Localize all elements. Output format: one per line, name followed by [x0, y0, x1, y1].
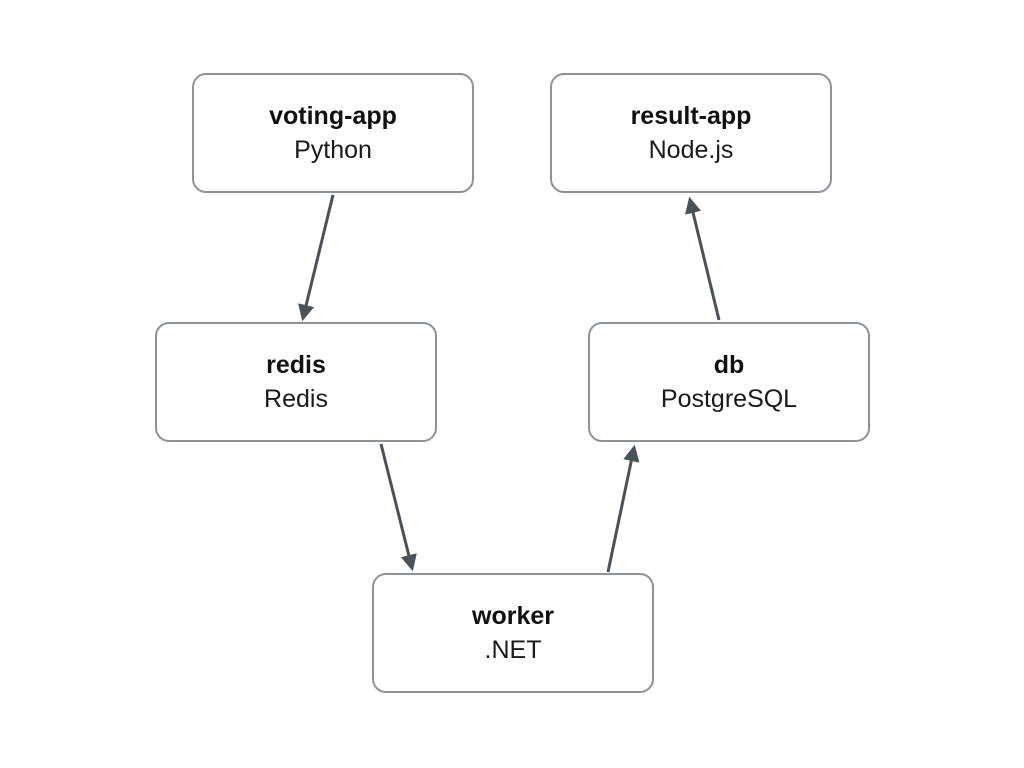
- node-worker: worker .NET: [372, 573, 654, 693]
- edge-redis-to-worker: [379, 443, 417, 572]
- node-subtitle: PostgreSQL: [660, 385, 798, 413]
- node-title: result-app: [630, 102, 752, 130]
- node-subtitle: Node.js: [648, 136, 734, 164]
- node-db: db PostgreSQL: [588, 322, 870, 442]
- node-subtitle: Python: [294, 136, 372, 164]
- edge-worker-to-db: [606, 444, 640, 573]
- node-redis: redis Redis: [155, 322, 437, 442]
- node-title: worker: [472, 602, 554, 630]
- edge-db-to-result-app: [685, 196, 721, 321]
- node-result-app: result-app Node.js: [550, 73, 832, 193]
- edge-voting-app-to-redis: [298, 194, 335, 322]
- node-voting-app: voting-app Python: [192, 73, 474, 193]
- node-subtitle: Redis: [264, 385, 328, 413]
- node-title: redis: [266, 351, 326, 379]
- node-subtitle: .NET: [484, 636, 542, 664]
- node-title: db: [713, 351, 745, 379]
- node-title: voting-app: [269, 102, 397, 130]
